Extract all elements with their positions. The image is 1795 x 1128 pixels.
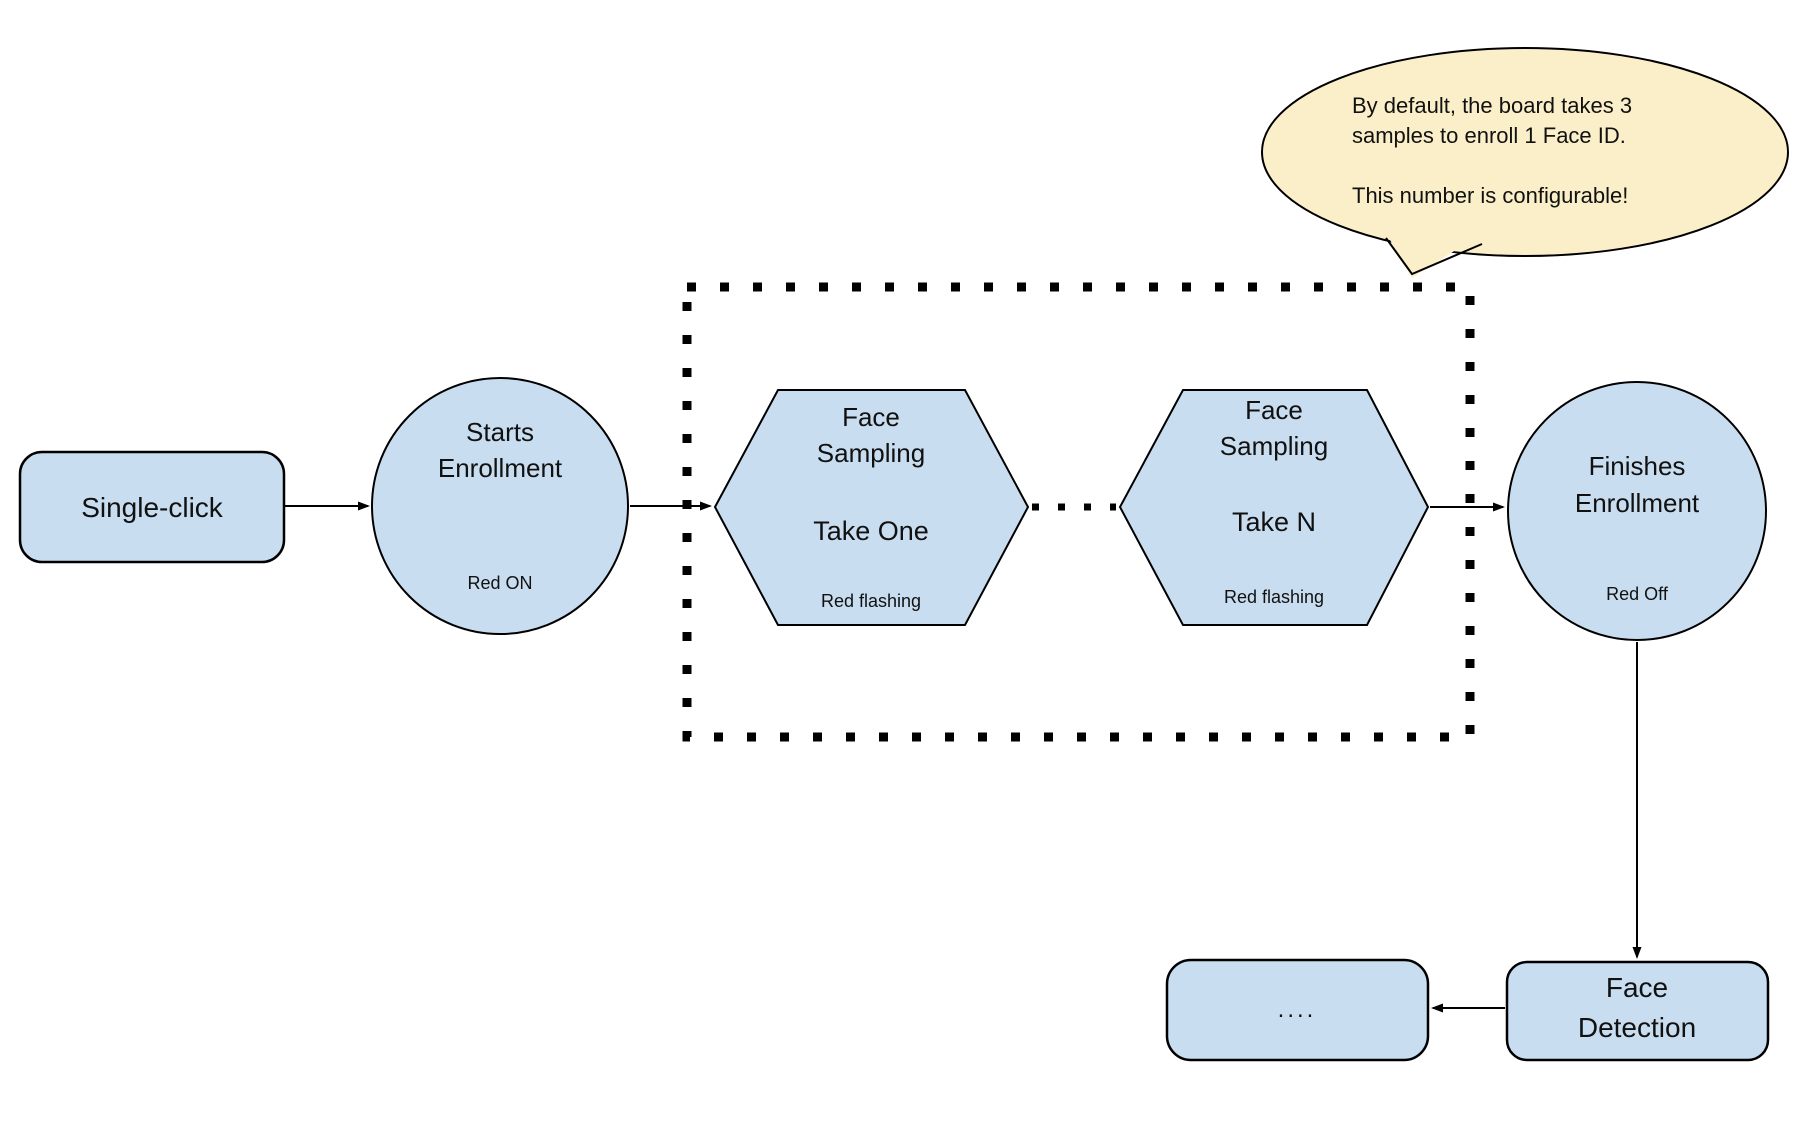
callout-text-line2: samples to enroll 1 Face ID. <box>1352 123 1626 148</box>
face-sampling-one-title-line1: Face <box>842 402 900 432</box>
callout-tail-outline <box>1385 237 1483 276</box>
starts-enrollment-status: Red ON <box>467 573 533 593</box>
face-sampling-n-node <box>1118 389 1430 626</box>
face-detection-title-line1: Face <box>1605 972 1669 1003</box>
face-sampling-n-title-line1: Face <box>1245 395 1303 425</box>
callout-tail-fill <box>1382 226 1484 278</box>
finishes-enrollment-title-line1: Finishes <box>1588 451 1686 481</box>
callout-text-line3: This number is configurable! <box>1352 183 1629 208</box>
face-sampling-one-title-line2: Sampling <box>816 438 926 468</box>
single-click-label: Single-click <box>81 492 223 523</box>
starts-enrollment-node <box>371 377 629 635</box>
single-click-node <box>18 450 286 564</box>
starts-enrollment-title-line2: Enrollment <box>437 453 563 483</box>
finishes-enrollment-node <box>1507 381 1767 641</box>
face-sampling-n-title-line2: Sampling <box>1219 431 1329 461</box>
face-sampling-one-step: Take One <box>813 516 929 546</box>
face-sampling-n-status: Red flashing <box>1223 587 1325 607</box>
face-sampling-n-step: Take N <box>1231 507 1317 537</box>
continuation-label: .... <box>1277 996 1317 1023</box>
sampling-group-frame <box>682 282 1475 742</box>
face-sampling-one-status: Red flashing <box>820 591 922 611</box>
face-detection-title-line2: Detection <box>1577 1012 1697 1043</box>
starts-enrollment-title-line1: Starts <box>466 417 534 447</box>
continuation-node <box>1165 958 1430 1062</box>
face-detection-node <box>1505 960 1770 1062</box>
finishes-enrollment-status: Red Off <box>1606 584 1668 604</box>
callout-text-line1: By default, the board takes 3 <box>1352 93 1633 118</box>
callout-bubble <box>1261 47 1789 257</box>
finishes-enrollment-title-line2: Enrollment <box>1574 488 1700 518</box>
face-sampling-one-node <box>713 389 1030 626</box>
